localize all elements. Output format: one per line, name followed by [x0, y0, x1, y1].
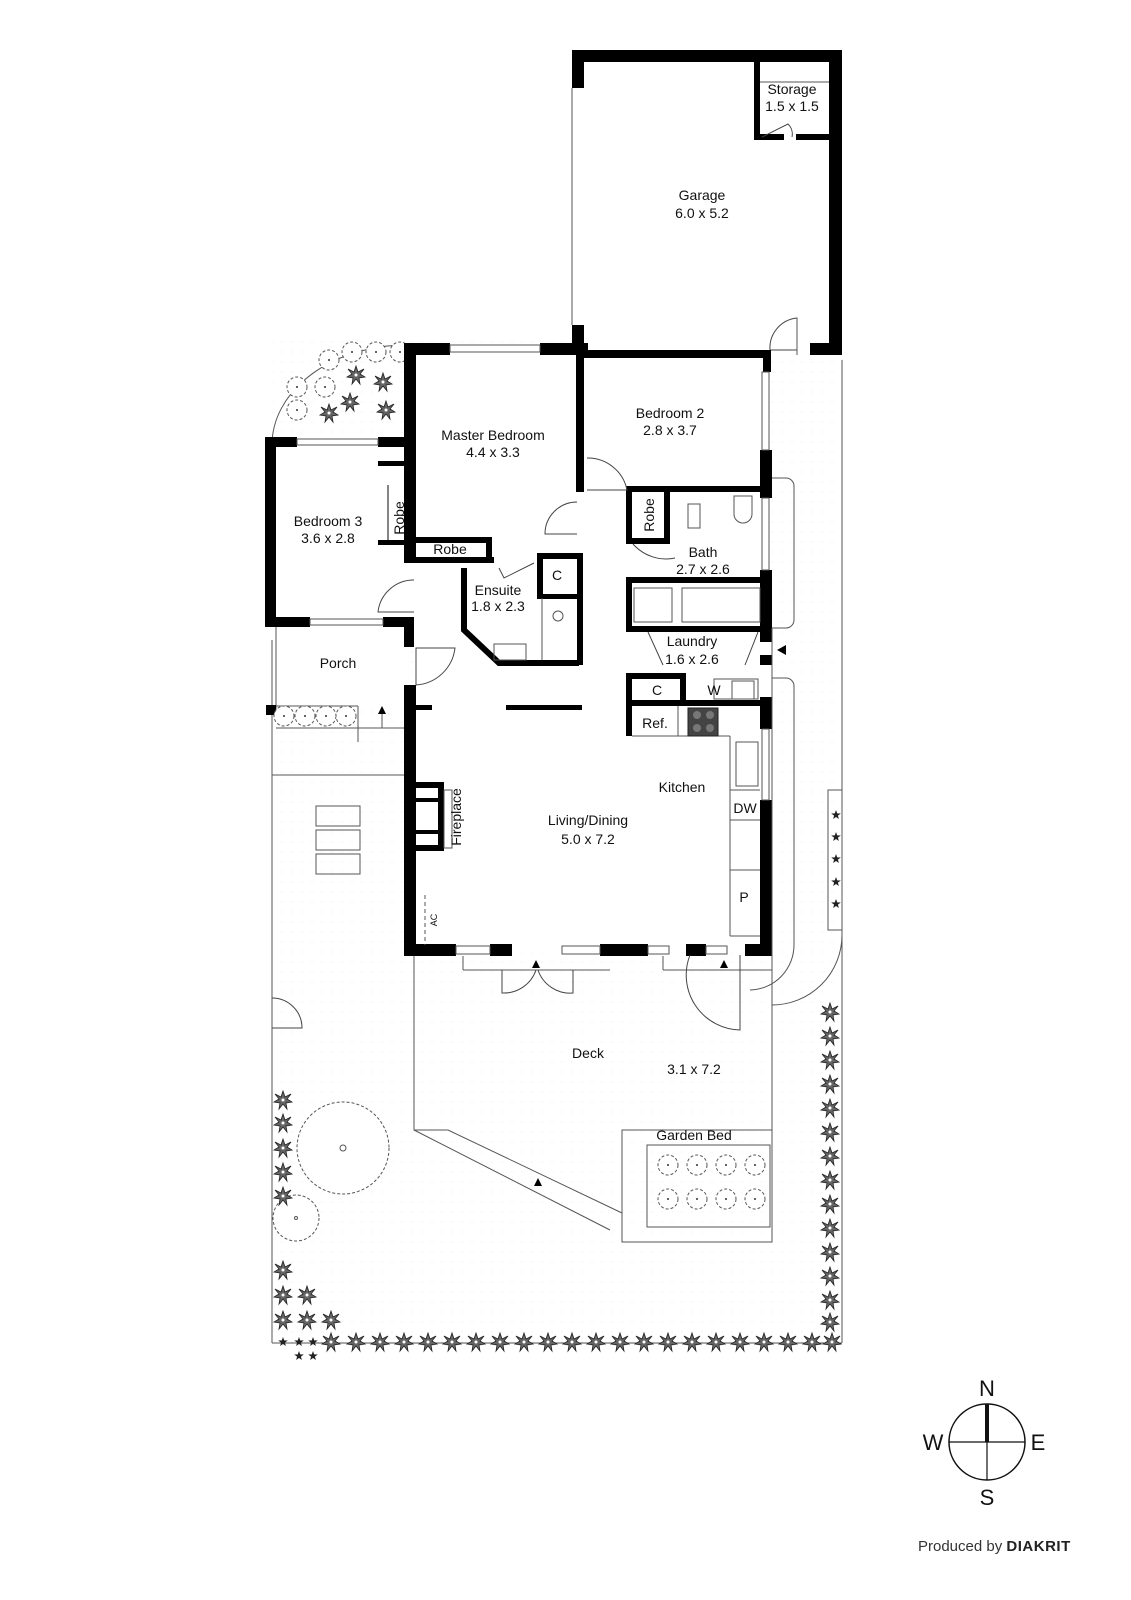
living-dining-label: Living/Dining	[548, 812, 628, 828]
fireplace-label: Fireplace	[448, 788, 464, 846]
ensuite-label: Ensuite	[475, 582, 522, 598]
bath: Bath 2.7 x 2.6	[626, 495, 766, 632]
fridge-label: Ref.	[642, 715, 668, 731]
bath-label: Bath	[689, 544, 718, 560]
ensuite-dims: 1.8 x 2.3	[471, 598, 525, 614]
storage-dims: 1.5 x 1.5	[765, 98, 819, 114]
producer-credit: Produced by DIAKRIT	[918, 1538, 1071, 1555]
master-bedroom-label: Master Bedroom	[441, 427, 544, 443]
cupboard-laundry-label: C	[652, 682, 662, 698]
dishwasher-label: DW	[733, 800, 757, 816]
washer-label: W	[707, 682, 721, 698]
bedroom-3-label: Bedroom 3	[294, 513, 363, 529]
east-path	[749, 477, 843, 1006]
porch: Porch	[266, 627, 456, 875]
compass: N S E W	[923, 1376, 1046, 1510]
deck-dims: 3.1 x 7.2	[667, 1061, 721, 1077]
storage-label: Storage	[767, 81, 816, 97]
master-bedroom: Master Bedroom 4.4 x 3.3 Robe	[414, 352, 584, 563]
ac-label: AC	[429, 913, 439, 926]
credit-prefix: Produced by	[918, 1538, 1003, 1555]
bedroom-2-dims: 2.8 x 3.7	[643, 422, 697, 438]
master-bedroom-dims: 4.4 x 3.3	[466, 444, 520, 460]
ensuite: Ensuite 1.8 x 2.3 C	[461, 553, 583, 666]
bedroom-3: Bedroom 3 3.6 x 2.8 Robe	[294, 461, 415, 613]
cupboard-ensuite-label: C	[552, 567, 562, 583]
laundry: Laundry 1.6 x 2.6 C W	[626, 631, 766, 733]
compass-west: W	[923, 1430, 944, 1455]
robe-bed3-label: Robe	[391, 501, 407, 535]
bedroom-3-dims: 3.6 x 2.8	[301, 530, 355, 546]
compass-south: S	[980, 1485, 995, 1510]
living-dining: Fireplace AC Living/Dining 5.0 x 7.2	[404, 705, 628, 945]
bedroom-2: Bedroom 2 2.8 x 3.7 Robe	[586, 405, 766, 544]
compass-north: N	[979, 1376, 995, 1401]
credit-brand: DIAKRIT	[1006, 1538, 1071, 1555]
porch-label: Porch	[320, 655, 357, 671]
laundry-label: Laundry	[667, 633, 718, 649]
kitchen: Ref. Kitchen DW P	[626, 706, 760, 937]
kitchen-label: Kitchen	[659, 779, 706, 795]
pantry-label: P	[739, 889, 748, 905]
living-dining-dims: 5.0 x 7.2	[561, 831, 615, 847]
robe-master-label: Robe	[433, 541, 467, 557]
laundry-dims: 1.6 x 2.6	[665, 651, 719, 667]
garage: Storage 1.5 x 1.5 Garage 6.0 x 5.2	[571, 50, 842, 355]
compass-east: E	[1031, 1430, 1046, 1455]
deck-label: Deck	[572, 1045, 605, 1061]
windows	[296, 344, 770, 955]
garage-label: Garage	[679, 187, 726, 203]
garden-bed-label: Garden Bed	[656, 1127, 732, 1143]
bath-dims: 2.7 x 2.6	[676, 561, 730, 577]
robe-bed2-label: Robe	[641, 498, 657, 532]
bedroom-2-label: Bedroom 2	[636, 405, 705, 421]
deck: Deck 3.1 x 7.2 Garden Bed	[413, 954, 773, 1243]
backyard-plants	[271, 997, 842, 1360]
house-walls	[265, 343, 772, 956]
garage-dims: 6.0 x 5.2	[675, 205, 729, 221]
